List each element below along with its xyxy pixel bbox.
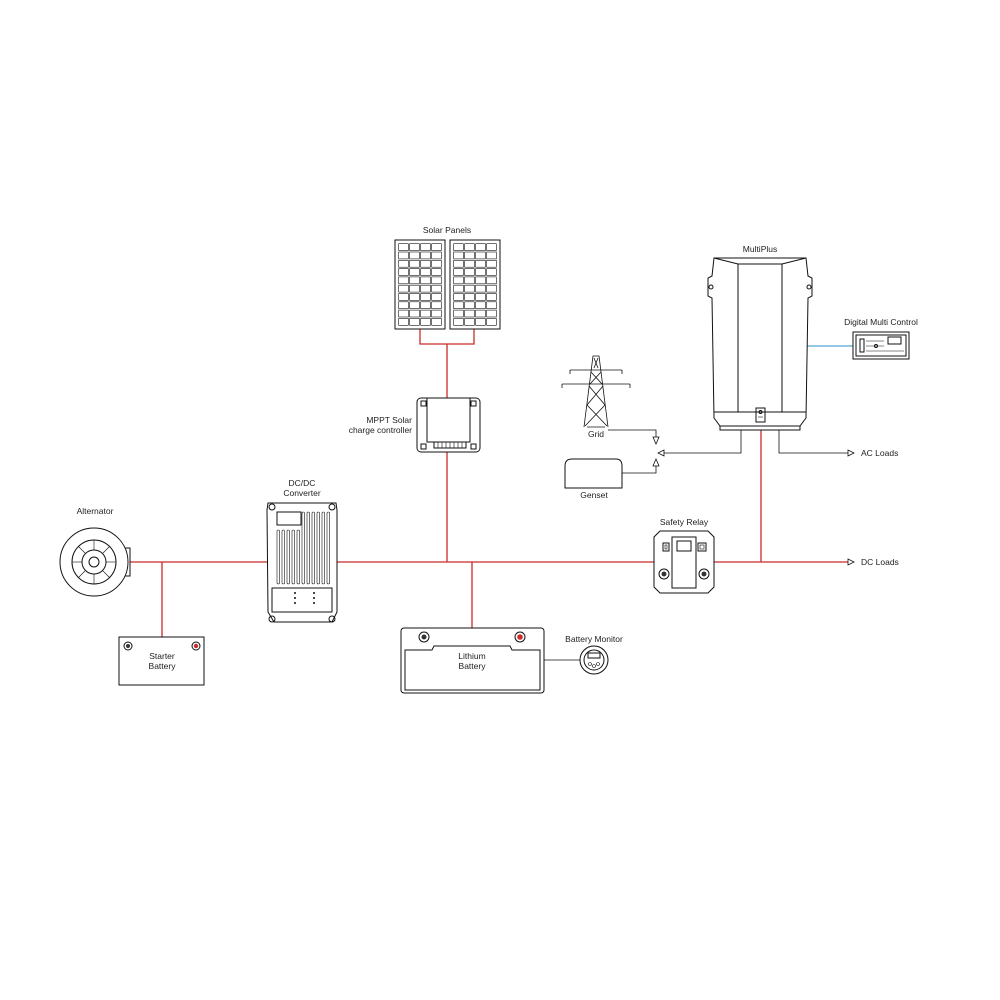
grid-label: Grid bbox=[588, 429, 604, 439]
genset-label: Genset bbox=[580, 490, 608, 500]
ac-grid-line bbox=[608, 429, 657, 437]
safety-relay-label: Safety Relay bbox=[660, 517, 709, 527]
battery-monitor-label: Battery Monitor bbox=[565, 634, 623, 644]
alternator-icon bbox=[59, 527, 131, 597]
grid-switch-arrow bbox=[652, 436, 660, 446]
dc-loads-arrow bbox=[847, 558, 855, 566]
starter-label-line1: Starter bbox=[149, 651, 175, 661]
dc-wiring bbox=[130, 329, 848, 637]
ac-wiring bbox=[608, 429, 848, 474]
lithium-label-line2: Battery bbox=[459, 661, 487, 671]
battery-icon bbox=[118, 636, 205, 686]
transfer-arrow bbox=[657, 449, 665, 457]
solar-panel-icon bbox=[394, 239, 501, 330]
ac-switch-arrows bbox=[652, 436, 855, 566]
solar-panels-label: Solar Panels bbox=[423, 225, 471, 235]
lithium-label-line1: Lithium bbox=[458, 651, 485, 661]
alternator-label: Alternator bbox=[77, 506, 114, 516]
generator-icon bbox=[564, 458, 623, 489]
inverter-charger-icon bbox=[707, 257, 813, 431]
dcdc-label-line1: DC/DC bbox=[289, 478, 316, 488]
charge-controller-icon bbox=[416, 397, 481, 453]
dc-converter-icon bbox=[266, 502, 338, 623]
multiplus-label: MultiPlus bbox=[743, 244, 777, 254]
battery-icon bbox=[400, 627, 545, 694]
starter-label-line2: Battery bbox=[149, 661, 177, 671]
mppt-label-line1: MPPT Solar bbox=[366, 415, 412, 425]
control-panel-icon bbox=[852, 331, 910, 360]
ac-genset-line bbox=[622, 466, 657, 474]
dc-loads-label: DC Loads bbox=[861, 557, 899, 567]
ac-loads-line bbox=[778, 430, 848, 454]
dc-solar-combiner bbox=[419, 329, 475, 345]
battery-monitor-icon bbox=[579, 645, 609, 675]
pylon-icon bbox=[561, 355, 631, 428]
dcdc-label-line2: Converter bbox=[283, 488, 320, 498]
relay-icon bbox=[653, 530, 715, 594]
genset-switch-arrow bbox=[652, 457, 660, 467]
ac-loads-label: AC Loads bbox=[861, 448, 898, 458]
digital-multi-control-label: Digital Multi Control bbox=[844, 317, 918, 327]
ac-transfer-line bbox=[664, 430, 742, 454]
ac-loads-arrow bbox=[847, 449, 855, 457]
mppt-label-line2: charge controller bbox=[349, 425, 412, 435]
